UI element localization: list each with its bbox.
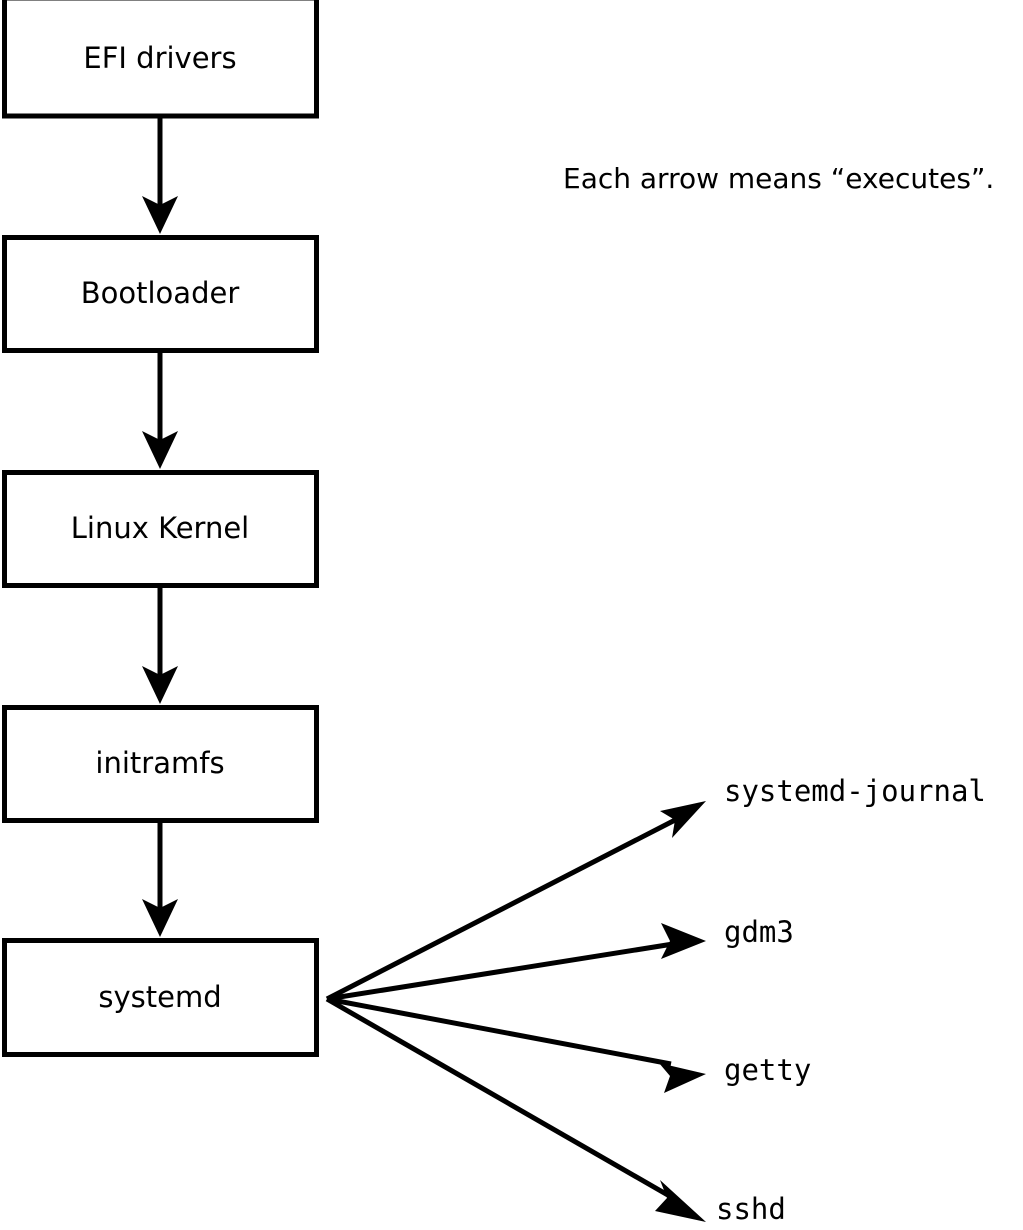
stage-box-outline <box>2 705 319 823</box>
arrow-shaft <box>325 815 681 1002</box>
stage-box-linux-kernel: Linux Kernel <box>2 470 319 588</box>
stage-box-label: systemd <box>98 980 221 1014</box>
arrow-shaft <box>325 996 675 1201</box>
stage-box-initramfs: initramfs <box>2 705 319 823</box>
arrow-head-icon <box>661 923 706 959</box>
service-label-sshd: sshd <box>716 1192 786 1226</box>
stage-box-systemd: systemd <box>2 938 319 1057</box>
arrow-head-icon <box>142 899 178 937</box>
arrow-head-icon <box>655 1180 706 1222</box>
arrow-shaft <box>326 941 674 1002</box>
stage-box-efi-drivers: EFI drivers <box>2 0 319 119</box>
service-label-getty: getty <box>724 1053 811 1087</box>
stage-box-label: EFI drivers <box>83 41 236 75</box>
stage-box-label: Bootloader <box>81 276 240 310</box>
arrow-systemd-to-sshd <box>325 996 706 1222</box>
service-label-gdm3: gdm3 <box>724 915 794 949</box>
stage-box-outline <box>2 938 319 1057</box>
arrow-systemd-to-systemd-journal <box>325 801 706 1002</box>
arrow-head-icon <box>142 666 178 704</box>
arrow-head-icon <box>659 1063 706 1093</box>
arrow-shaft <box>326 996 672 1067</box>
legend-note: Each arrow means “executes”. <box>563 162 994 195</box>
service-label-systemd-journal: systemd-journal <box>724 774 986 808</box>
stage-box-outline <box>2 235 319 353</box>
stage-box-outline <box>2 0 319 119</box>
arrow-head-icon <box>142 431 178 469</box>
arrow-initramfs-to-systemd <box>142 823 178 937</box>
stage-box-label: initramfs <box>95 746 224 780</box>
arrow-efi-drivers-to-bootloader <box>142 118 178 234</box>
arrow-linux-kernel-to-initramfs <box>142 588 178 704</box>
stage-box-outline <box>2 470 319 588</box>
arrow-systemd-to-getty <box>326 996 706 1093</box>
stage-box-bootloader: Bootloader <box>2 235 319 353</box>
arrow-bootloader-to-linux-kernel <box>142 353 178 469</box>
stage-box-label: Linux Kernel <box>71 511 249 545</box>
arrow-head-icon <box>142 196 178 234</box>
arrow-head-icon <box>660 801 706 838</box>
arrow-systemd-to-gdm3 <box>326 923 706 1002</box>
